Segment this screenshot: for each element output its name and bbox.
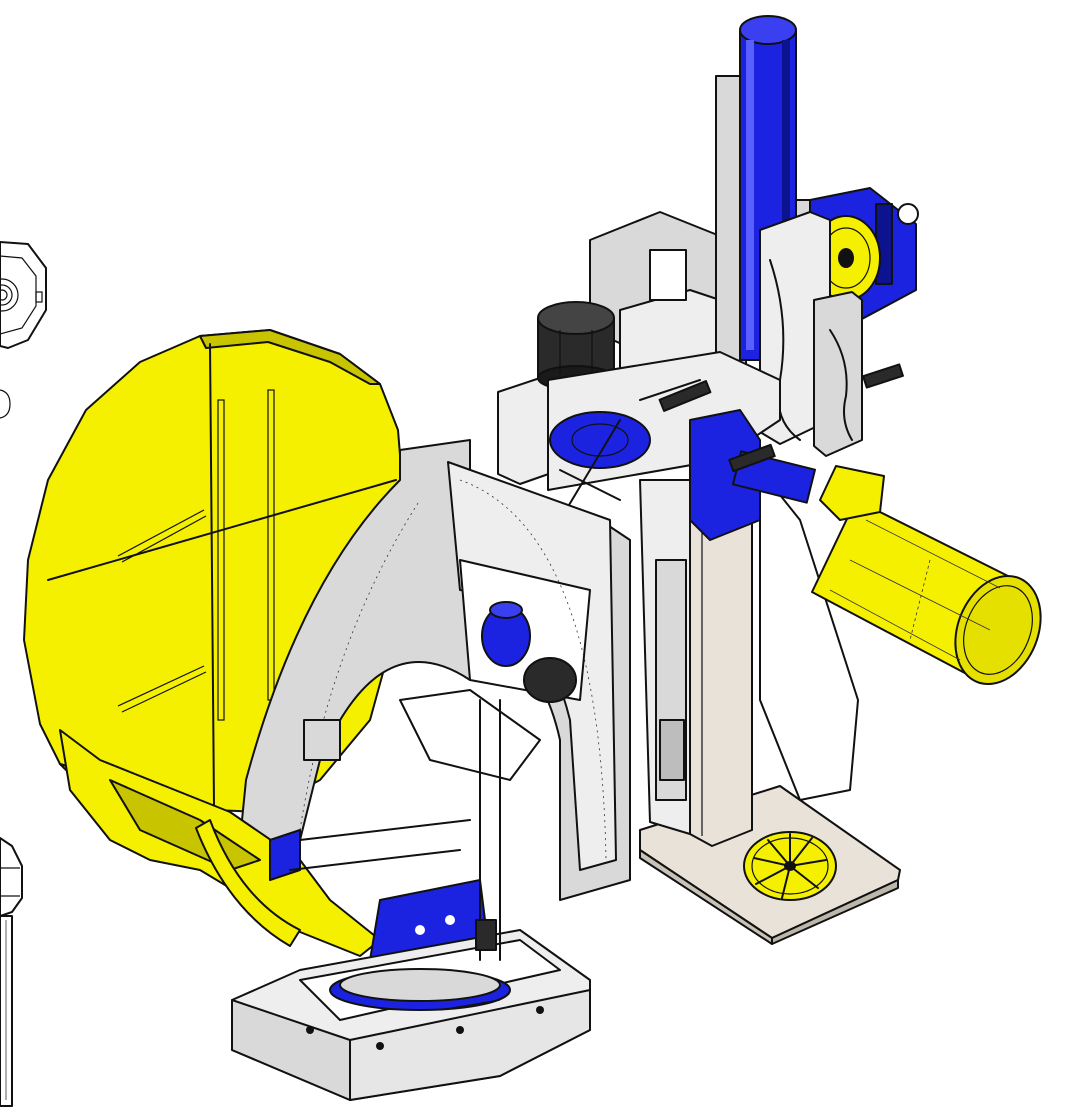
yellow-cylinder [811,465,1042,686]
bottom-base [231,929,591,1101]
left-edge-part-top [0,241,47,349]
yellow-rail [59,729,381,957]
left-edge-part-bottom [0,837,23,1107]
turntable-icon [743,831,837,901]
cradle-frame [239,439,631,901]
tower-column [639,469,859,847]
left-edge-part-ring [0,389,11,419]
central-mechanism [547,351,816,541]
struts [289,699,501,961]
